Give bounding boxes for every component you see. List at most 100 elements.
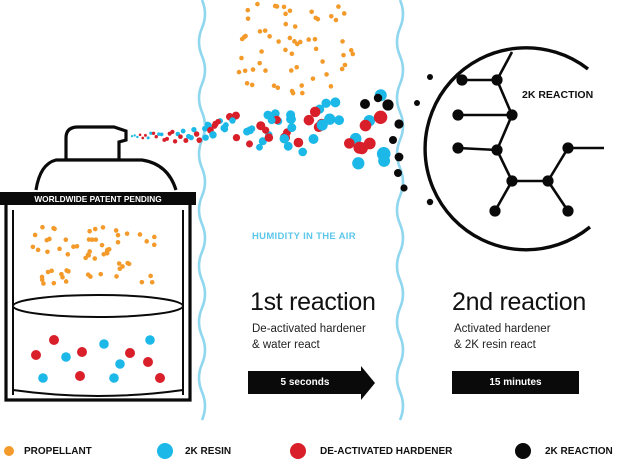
reaction-1-title: 1st reaction — [250, 288, 376, 316]
propellant-particle — [257, 60, 263, 66]
propellant-particle — [315, 16, 321, 22]
hardener-particle — [193, 131, 200, 137]
propellant-particle — [287, 35, 293, 41]
reaction-1-line1: De-activated hardener — [252, 323, 366, 335]
propellant-particle — [139, 279, 145, 285]
propellant-particle — [83, 255, 88, 261]
propellant-particle — [148, 273, 153, 279]
hardener-particle — [151, 131, 156, 135]
molecule-atom — [452, 142, 464, 154]
time-label-5-seconds: 5 seconds — [280, 377, 330, 388]
resin-particle — [145, 335, 155, 345]
reaction-particle — [414, 100, 420, 106]
molecule-bond — [546, 147, 570, 182]
hardener-particle — [353, 141, 366, 154]
propellant-particle — [93, 237, 99, 242]
resin-particle — [149, 131, 153, 135]
resin-particle — [283, 141, 293, 151]
propellant-particle — [116, 261, 122, 266]
propellant-particle — [340, 39, 345, 44]
propellant-particle — [320, 59, 325, 64]
hardener-particle — [138, 133, 142, 137]
propellant-particle — [32, 232, 38, 238]
propellant-particle — [98, 271, 104, 277]
propellant-particle — [242, 68, 248, 74]
propellant-particle — [259, 49, 264, 54]
molecule-atom — [562, 142, 574, 154]
propellant-particle — [236, 69, 242, 75]
propellant-particle — [104, 250, 110, 256]
resin-particle — [229, 117, 236, 124]
propellant-particle — [263, 68, 268, 73]
propellant-particle — [313, 46, 319, 52]
propellant-particle — [101, 251, 107, 257]
hardener-particle — [125, 348, 135, 358]
molecule-atom — [456, 74, 468, 86]
propellant-particle — [250, 67, 256, 72]
legend-propellant-dot — [4, 446, 14, 456]
propellant-particle — [65, 252, 71, 257]
reaction-particle — [389, 136, 397, 144]
reaction-2-title: 2nd reaction — [452, 288, 586, 316]
resin-particle — [38, 373, 48, 383]
reaction-particle — [394, 119, 404, 129]
propellant-particle — [45, 269, 51, 275]
humidity-wave-2 — [395, 0, 405, 421]
propellant-particle — [113, 228, 119, 233]
hardener-particle — [170, 129, 175, 135]
resin-particle — [99, 339, 109, 349]
hardener-particle — [178, 134, 183, 140]
propellant-particle — [57, 246, 62, 252]
propellant-particle — [114, 274, 119, 279]
propellant-particle — [124, 231, 130, 236]
hardener-particle — [232, 133, 241, 142]
propellant-particle — [137, 232, 143, 237]
propellant-particle — [64, 268, 69, 273]
reaction-particle — [426, 198, 434, 206]
reaction-particle — [394, 169, 402, 177]
resin-particle — [159, 132, 164, 137]
reaction-arc — [423, 46, 592, 252]
propellant-particle — [283, 47, 288, 53]
legend-reaction-label: 2K REACTION — [545, 446, 613, 457]
molecule-atom — [562, 205, 574, 217]
resin-particle — [204, 121, 211, 127]
molecule-bond — [546, 180, 570, 212]
hardener-particle — [293, 137, 304, 148]
resin-particle — [248, 125, 256, 133]
propellant-particle — [88, 274, 93, 279]
propellant-particle — [99, 242, 105, 248]
particles — [30, 1, 434, 383]
resin-particle — [330, 97, 341, 108]
propellant-particle — [339, 66, 345, 72]
propellant-particle — [74, 244, 80, 249]
propellant-particle — [245, 16, 251, 21]
molecule-bond — [495, 149, 514, 182]
propellant-particle — [312, 36, 318, 42]
resin-particle — [352, 157, 365, 170]
hardener-particle — [75, 371, 85, 381]
propellant-particle — [149, 279, 155, 285]
propellant-particle — [310, 76, 316, 81]
propellant-particle — [283, 11, 288, 17]
reaction-particle — [382, 99, 394, 111]
molecule-atom — [542, 175, 554, 187]
resin-particle — [180, 128, 186, 134]
time-label-15-minutes: 15 minutes — [489, 377, 542, 388]
legend-reaction-dot — [515, 443, 531, 459]
propellant-particle — [239, 36, 245, 42]
hardener-particle — [143, 357, 153, 367]
hardener-particle — [215, 118, 221, 125]
propellant-particle — [341, 52, 346, 58]
hardener-particle — [309, 106, 321, 118]
hardener-particle — [344, 138, 355, 149]
propellant-particle — [267, 34, 272, 39]
legend-hardener-label: DE-ACTIVATED HARDENER — [320, 446, 453, 457]
reaction-2-line2: & 2K resin react — [454, 339, 536, 351]
resin-particle — [61, 352, 71, 362]
arrow-head-icon — [361, 366, 375, 400]
molecule-atom — [506, 175, 518, 187]
humidity-label: HUMIDITY IN THE AIR — [252, 231, 356, 242]
propellant-particle — [281, 4, 287, 10]
propellant-particle — [324, 72, 329, 77]
